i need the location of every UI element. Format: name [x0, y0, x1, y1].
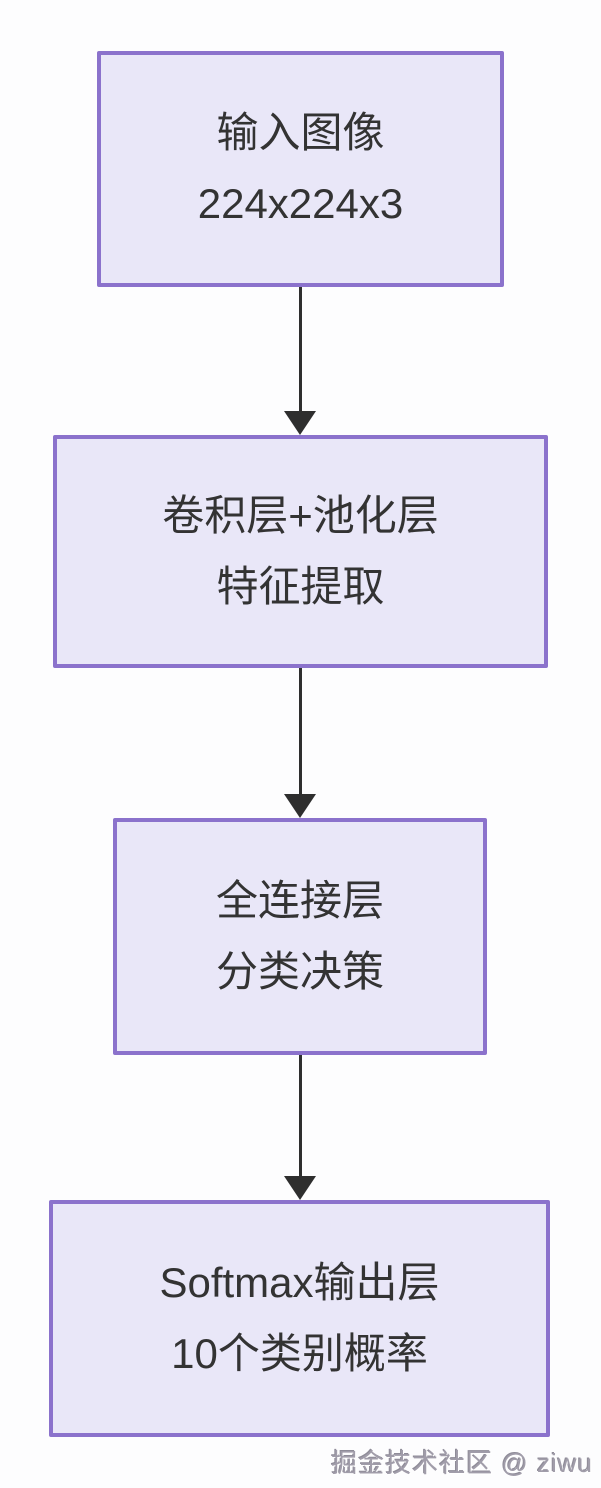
- arrow-head: [284, 1176, 316, 1200]
- node-label-line1: 输入图像: [216, 109, 385, 157]
- arrow-shaft: [298, 1055, 302, 1176]
- flow-node-fully-connected: 全连接层 分类决策: [113, 818, 487, 1055]
- node-label-line2: 分类决策: [215, 947, 384, 995]
- flow-node-input-image: 输入图像 224x224x3: [97, 51, 504, 287]
- arrow-head: [284, 794, 316, 818]
- watermark: 掘金技术社区 @ ziwu: [331, 1448, 593, 1478]
- arrow-shaft: [298, 668, 302, 794]
- node-label-line2: 10个类别概率: [171, 1329, 428, 1377]
- flow-node-conv-pool: 卷积层+池化层 特征提取: [53, 435, 548, 668]
- node-label-line2: 224x224x3: [197, 180, 404, 227]
- arrow-down-icon: [283, 668, 317, 818]
- node-label-line2: 特征提取: [216, 562, 385, 610]
- arrow-down-icon: [283, 287, 317, 435]
- arrow-shaft: [298, 287, 302, 411]
- arrow-down-icon: [283, 1055, 317, 1200]
- node-label-line1: 全连接层: [215, 876, 384, 924]
- node-label-line1: Softmax输出层: [159, 1258, 440, 1306]
- flow-node-softmax-output: Softmax输出层 10个类别概率: [49, 1200, 550, 1437]
- arrow-head: [284, 411, 316, 435]
- node-label-line1: 卷积层+池化层: [162, 491, 439, 539]
